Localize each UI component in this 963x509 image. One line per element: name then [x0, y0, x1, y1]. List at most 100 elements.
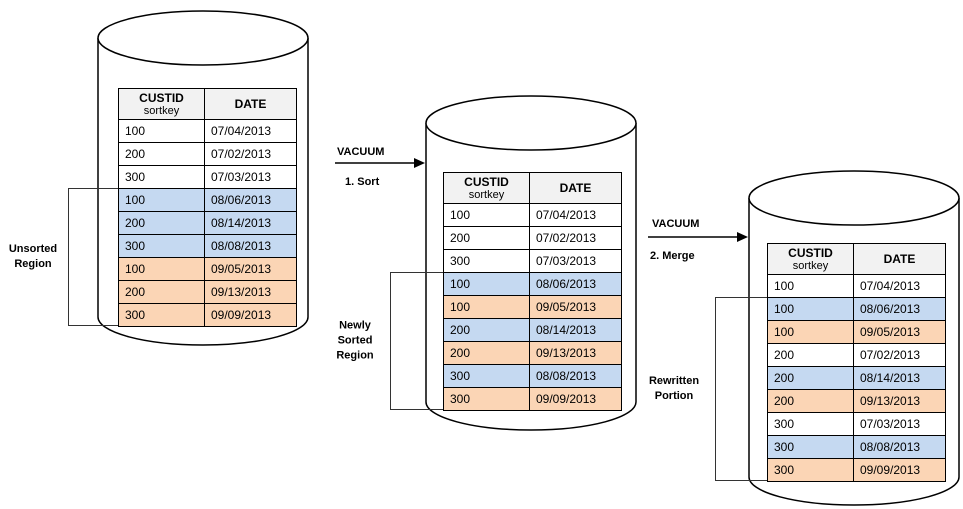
table-header-row: CUSTID sortkey DATE	[443, 172, 622, 204]
date-cell: 09/13/2013	[529, 341, 622, 365]
custid-cell: 300	[443, 387, 530, 411]
date-cell: 07/04/2013	[204, 119, 297, 143]
custid-cell: 300	[443, 364, 530, 388]
vacuum-label-1: VACUUM	[337, 146, 385, 158]
custid-column-header: CUSTID sortkey	[443, 172, 530, 204]
rewritten-portion-label: Rewritten Portion	[648, 375, 700, 402]
sortkey-header-subtitle: sortkey	[143, 104, 180, 117]
date-cell: 07/03/2013	[853, 412, 946, 436]
custid-cell: 100	[118, 119, 205, 143]
date-cell: 08/08/2013	[204, 234, 297, 258]
date-cell: 09/09/2013	[204, 303, 297, 327]
date-cell: 07/02/2013	[529, 226, 622, 250]
custid-cell: 100	[767, 320, 854, 344]
custid-header-title: CUSTID	[464, 174, 509, 189]
date-cell: 08/14/2013	[529, 318, 622, 342]
custid-column-header: CUSTID sortkey	[767, 243, 854, 275]
date-cell: 08/14/2013	[853, 366, 946, 390]
custid-cell: 100	[443, 295, 530, 319]
vacuum-label-2: VACUUM	[652, 218, 700, 230]
date-column-header: DATE	[529, 172, 622, 204]
custid-cell: 100	[767, 274, 854, 298]
merge-step-label: 2. Merge	[650, 250, 695, 262]
custid-cell: 100	[767, 297, 854, 321]
sortkey-header-subtitle: sortkey	[468, 188, 505, 201]
date-cell: 09/05/2013	[529, 295, 622, 319]
custid-cell: 300	[443, 249, 530, 273]
custid-cell: 300	[767, 458, 854, 482]
date-cell: 09/13/2013	[204, 280, 297, 304]
date-cell: 08/08/2013	[529, 364, 622, 388]
unsorted-region-bracket	[68, 188, 118, 326]
sortkey-header-subtitle: sortkey	[792, 259, 829, 272]
date-cell: 08/06/2013	[853, 297, 946, 321]
date-cell: 07/04/2013	[853, 274, 946, 298]
custid-cell: 200	[443, 226, 530, 250]
table-header-row: CUSTID sortkey DATE	[118, 88, 297, 120]
newly-sorted-region-bracket	[390, 272, 443, 410]
date-cell: 07/04/2013	[529, 203, 622, 227]
arrow-right-icon-sort	[335, 158, 425, 168]
date-cell: 08/06/2013	[204, 188, 297, 212]
date-cell: 09/05/2013	[204, 257, 297, 281]
custid-cell: 100	[118, 257, 205, 281]
date-cell: 09/09/2013	[853, 458, 946, 482]
date-cell: 09/09/2013	[529, 387, 622, 411]
custid-cell: 300	[767, 435, 854, 459]
date-cell: 08/06/2013	[529, 272, 622, 296]
custid-header-title: CUSTID	[788, 245, 833, 260]
custid-cell: 200	[118, 280, 205, 304]
custid-cell: 200	[767, 343, 854, 367]
custid-cell: 300	[118, 234, 205, 258]
custid-cell: 200	[443, 341, 530, 365]
sort-step-label: 1. Sort	[345, 176, 380, 188]
date-cell: 09/13/2013	[853, 389, 946, 413]
date-cell: 07/03/2013	[529, 249, 622, 273]
date-cell: 07/02/2013	[204, 142, 297, 166]
rewritten-portion-bracket	[715, 297, 767, 481]
custid-column-header: CUSTID sortkey	[118, 88, 205, 120]
custid-cell: 100	[443, 203, 530, 227]
table-header-row: CUSTID sortkey DATE	[767, 243, 946, 275]
custid-cell: 100	[443, 272, 530, 296]
newly-sorted-region-label: Newly Sorted Region	[336, 319, 374, 362]
date-cell: 07/02/2013	[853, 343, 946, 367]
custid-cell: 300	[118, 165, 205, 189]
date-cell: 08/08/2013	[853, 435, 946, 459]
date-column-header: DATE	[853, 243, 946, 275]
date-cell: 08/14/2013	[204, 211, 297, 235]
custid-cell: 200	[767, 389, 854, 413]
custid-cell: 300	[767, 412, 854, 436]
date-column-header: DATE	[204, 88, 297, 120]
custid-header-title: CUSTID	[139, 90, 184, 105]
